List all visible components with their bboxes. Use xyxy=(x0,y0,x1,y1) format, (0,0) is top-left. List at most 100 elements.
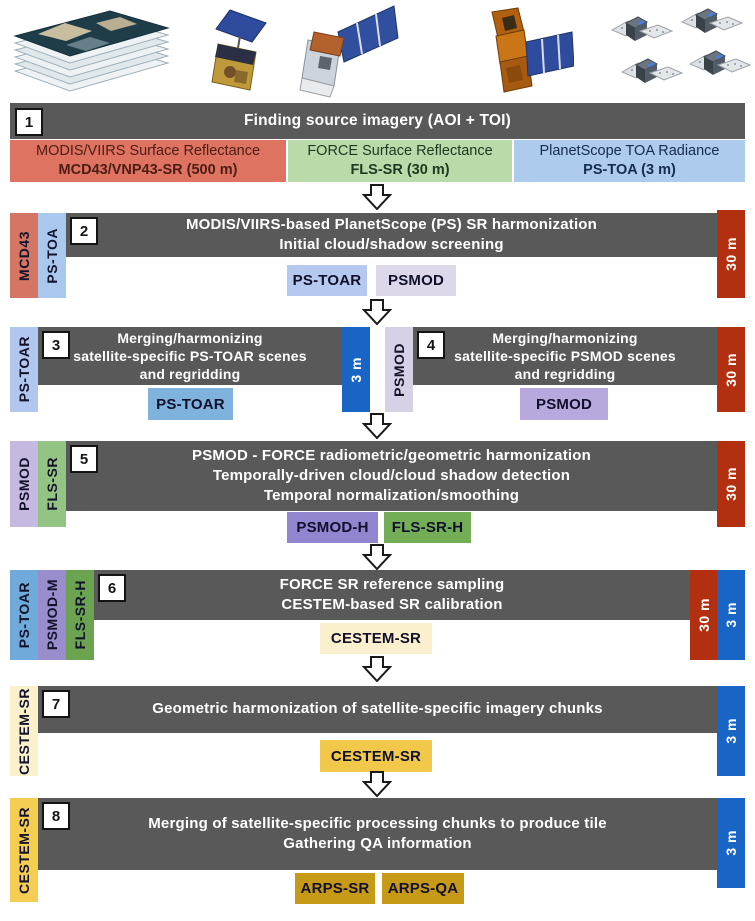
step3-title-line1: Merging/harmonizing xyxy=(117,329,263,346)
flow-down-arrow xyxy=(362,299,392,325)
step2-input-pstoa-label: PS-TOA xyxy=(44,227,60,284)
step7-input-strip-cestemsr: CESTEM-SR xyxy=(10,686,38,776)
source-planet-line1: PlanetScope TOA Radiance xyxy=(539,143,720,160)
step7-resolution-strip-3m: 3 m xyxy=(717,686,745,776)
step7-input-cestemsr-label: CESTEM-SR xyxy=(16,687,32,775)
step3-number: 3 xyxy=(51,336,61,354)
step4-output-chip-psmod: PSMOD xyxy=(520,388,608,420)
step2-input-mcd43-label: MCD43 xyxy=(16,230,32,281)
step6-input-strip-flssrh: FLS-SR-H xyxy=(66,570,94,660)
step2-bar: 2 MODIS/VIIRS-based PlanetScope (PS) SR … xyxy=(66,213,717,257)
step5-resolution-label: 30 m xyxy=(723,467,739,501)
step1-number: 1 xyxy=(24,113,34,131)
step4-bar: 4 Merging/harmonizing satellite-specific… xyxy=(413,327,717,385)
step5-title-line1: PSMOD - FORCE radiometric/geometric harm… xyxy=(191,446,592,464)
step6-title-line2: CESTEM-based SR calibration xyxy=(281,596,503,613)
step-number-badge: 4 xyxy=(417,331,445,359)
step7-number: 7 xyxy=(51,695,61,713)
landsat-satellite-illustration xyxy=(299,5,399,98)
imagery-stack-illustration xyxy=(13,10,170,92)
step2-output-chip-pstoar: PS-TOAR xyxy=(287,265,367,296)
step8-input-strip-cestemsr: CESTEM-SR xyxy=(10,798,38,902)
step8-resolution-strip-3m: 3 m xyxy=(717,798,745,888)
step2-input-strip-mcd43: MCD43 xyxy=(10,213,38,298)
step5-output-psmodh-label: PSMOD-H xyxy=(296,519,369,536)
step6-input-flssrh-label: FLS-SR-H xyxy=(72,580,88,650)
source-modis-line2: MCD43/VNP43-SR (500 m) xyxy=(58,162,238,178)
source-box-modis-viirs: MODIS/VIIRS Surface Reflectance MCD43/VN… xyxy=(10,140,286,182)
step2-number: 2 xyxy=(79,222,89,240)
source-box-planetscope: PlanetScope TOA Radiance PS-TOA (3 m) xyxy=(514,140,745,182)
step3-output-pstoar-label: PS-TOAR xyxy=(156,395,225,413)
flow-down-arrow xyxy=(362,771,392,797)
step2-output-chip-psmod: PSMOD xyxy=(376,265,456,296)
source-force-line2: FLS-SR (30 m) xyxy=(350,162,450,178)
step6-resolution-3m-label: 3 m xyxy=(723,602,739,628)
step5-output-chip-psmodh: PSMOD-H xyxy=(287,512,378,543)
step3-input-strip-pstoar: PS-TOAR xyxy=(10,327,38,412)
step-number-badge: 5 xyxy=(70,445,98,473)
step3-output-chip-pstoar: PS-TOAR xyxy=(148,388,233,420)
step3-title-line2: satellite-specific PS-TOAR scenes xyxy=(73,347,307,364)
step8-output-arpsqa-label: ARPS-QA xyxy=(387,880,459,897)
step-number-badge: 3 xyxy=(42,331,70,359)
step7-resolution-label: 3 m xyxy=(723,718,739,744)
step2-output-psmod-label: PSMOD xyxy=(387,272,444,289)
flow-down-arrow xyxy=(362,656,392,682)
step-number-badge: 6 xyxy=(98,574,126,602)
step5-input-flssr-label: FLS-SR xyxy=(44,457,60,511)
step6-input-strip-pstoar: PS-TOAR xyxy=(10,570,38,660)
step5-output-flssrh-label: FLS-SR-H xyxy=(391,519,464,536)
step3-input-pstoar-label: PS-TOAR xyxy=(16,336,32,403)
step-number-badge: 1 xyxy=(15,108,43,136)
step8-output-arpssr-label: ARPS-SR xyxy=(300,880,370,897)
step7-title-line1: Geometric harmonization of satellite-spe… xyxy=(152,700,603,718)
step4-title-line1: Merging/harmonizing xyxy=(492,329,638,346)
step1-title: Finding source imagery (AOI + TOI) xyxy=(243,111,512,129)
step6-number: 6 xyxy=(107,579,117,597)
step4-output-psmod-label: PSMOD xyxy=(535,395,592,413)
step6-input-strip-psmodm: PSMOD-M xyxy=(38,570,66,660)
step7-output-cestemsr-label: CESTEM-SR xyxy=(330,747,422,765)
step7-bar: 7 Geometric harmonization of satellite-s… xyxy=(38,686,717,733)
step8-input-cestemsr-label: CESTEM-SR xyxy=(16,806,32,894)
step8-bar: 8 Merging of satellite-specific processi… xyxy=(38,798,717,870)
step4-input-strip-psmod: PSMOD xyxy=(385,327,413,412)
flow-down-arrow xyxy=(362,184,392,210)
step8-output-chip-arpssr: ARPS-SR xyxy=(295,873,375,904)
step7-output-chip-cestemsr: CESTEM-SR xyxy=(320,740,432,772)
step5-resolution-strip-30m: 30 m xyxy=(717,441,745,527)
step8-number: 8 xyxy=(51,807,61,825)
step6-input-pstoar-label: PS-TOAR xyxy=(16,581,32,649)
step8-title-line1: Merging of satellite-specific processing… xyxy=(148,814,607,832)
step2-title-line2: Initial cloud/shadow screening xyxy=(279,236,504,253)
step3-resolution-label: 3 m xyxy=(348,356,364,383)
step2-output-pstoar-label: PS-TOAR xyxy=(292,272,362,289)
step6-bar: 6 FORCE SR reference sampling CESTEM-bas… xyxy=(94,570,690,620)
step6-output-cestemsr-label: CESTEM-SR xyxy=(330,630,422,647)
step-number-badge: 2 xyxy=(70,217,98,245)
step6-resolution-strip-3m: 3 m xyxy=(717,570,745,660)
step3-bar: 3 Merging/harmonizing satellite-specific… xyxy=(38,327,342,385)
step5-input-strip-flssr: FLS-SR xyxy=(38,441,66,527)
step4-number: 4 xyxy=(426,336,436,354)
step6-resolution-strip-30m: 30 m xyxy=(690,570,717,660)
terra-satellite-illustration xyxy=(211,9,267,91)
step8-resolution-label: 3 m xyxy=(723,830,739,856)
step5-input-strip-psmod: PSMOD xyxy=(10,441,38,527)
source-box-force: FORCE Surface Reflectance FLS-SR (30 m) xyxy=(288,140,512,182)
step5-input-psmod-label: PSMOD xyxy=(16,457,32,511)
step5-title-line2: Temporally-driven cloud/cloud shadow det… xyxy=(212,466,571,484)
planetscope-doves-illustration xyxy=(611,8,751,84)
step4-resolution-label: 30 m xyxy=(723,352,739,387)
step6-output-chip-cestemsr: CESTEM-SR xyxy=(320,623,432,654)
step5-number: 5 xyxy=(79,450,89,468)
source-modis-line1: MODIS/VIIRS Surface Reflectance xyxy=(35,143,261,160)
step4-title-line3: and regridding xyxy=(514,366,616,383)
step3-resolution-strip-3m: 3 m xyxy=(342,327,370,412)
step5-title-line3: Temporal normalization/smoothing xyxy=(263,487,520,505)
step-number-badge: 8 xyxy=(42,802,70,830)
step4-resolution-strip-30m: 30 m xyxy=(717,327,745,412)
step1-bar: 1 Finding source imagery (AOI + TOI) xyxy=(10,103,745,139)
